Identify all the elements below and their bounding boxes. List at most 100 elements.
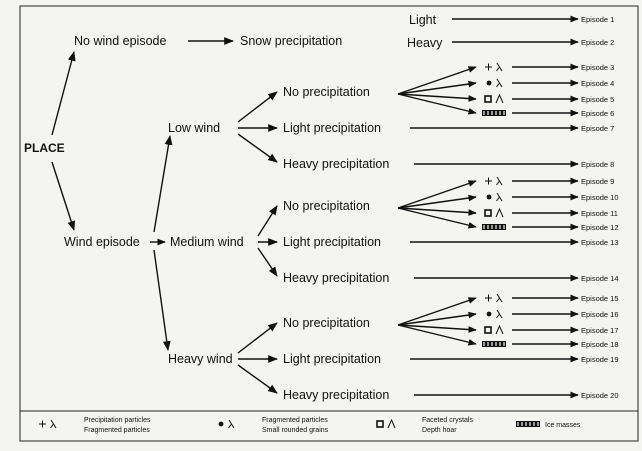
- symbol-square-caret: [484, 93, 504, 104]
- lambda-icon: [496, 293, 503, 303]
- legend-text-line1: Faceted crystals: [422, 417, 473, 424]
- legend-text-line1: Fragmented particles: [262, 417, 328, 424]
- heavy-precipitation-label: Heavy precipitation: [283, 388, 389, 402]
- episode-label: Episode 18: [581, 340, 619, 349]
- plus-icon: [39, 420, 46, 428]
- lambda-icon: [50, 419, 57, 429]
- arrow-to-symbol: [397, 80, 477, 95]
- arrow-to-no-precip: [237, 322, 278, 354]
- arrow-to-symbol: [397, 93, 477, 102]
- symbol-square-caret: [484, 324, 504, 335]
- plus-icon: [485, 63, 492, 71]
- no-wind-episode-label: No wind episode: [74, 34, 166, 48]
- lambda-icon: [496, 62, 503, 72]
- caret-icon: [387, 418, 396, 429]
- place-label: PLACE: [24, 141, 65, 155]
- arrow-to-no-precip: [257, 205, 278, 237]
- dot-icon: [486, 311, 492, 317]
- episode-label: Episode 7: [581, 124, 614, 133]
- episode-1: Episode 1: [581, 15, 614, 24]
- arrow-to-heavy-precip: [237, 364, 278, 394]
- episode-label: Episode 9: [581, 177, 614, 186]
- arrow-to-symbol: [397, 324, 477, 333]
- light-label: Light: [409, 13, 437, 27]
- ice-bar-icon: [482, 341, 506, 347]
- square-icon: [484, 209, 492, 217]
- symbol-square-caret: [484, 207, 504, 218]
- symbol-plus-lambda: [485, 176, 503, 186]
- arrow-to-symbol: [397, 93, 477, 115]
- legend-symbol-dot-lambda: [218, 419, 235, 429]
- symbol-plus-lambda: [485, 293, 503, 303]
- episode-label: Episode 5: [581, 95, 614, 104]
- symbol-dot-lambda: [486, 78, 503, 88]
- arrow-wind-to-low: [153, 135, 173, 233]
- no-precipitation-label: No precipitation: [283, 316, 370, 330]
- heavy-label: Heavy: [407, 36, 443, 50]
- arrow-to-heavy-precip: [257, 247, 278, 277]
- symbol-dot-lambda: [486, 192, 503, 202]
- plus-icon: [485, 177, 492, 185]
- wind-level-label: Low wind: [168, 121, 220, 135]
- arrow-to-symbol: [397, 311, 477, 326]
- caret-icon: [495, 93, 504, 104]
- light-precipitation-label: Light precipitation: [283, 121, 381, 135]
- symbol-plus-lambda: [485, 62, 503, 72]
- arrow-to-symbol: [397, 207, 477, 216]
- legend-text-line1: Precipitation particles: [84, 417, 151, 424]
- lambda-icon: [496, 176, 503, 186]
- arrow-to-heavy-precip: [237, 133, 278, 163]
- episode-label: Episode 12: [581, 223, 619, 232]
- square-icon: [376, 420, 384, 428]
- legend-symbol-plus-lambda: [39, 419, 57, 429]
- light-precipitation-label: Light precipitation: [283, 235, 381, 249]
- no-precipitation-label: No precipitation: [283, 85, 370, 99]
- legend-text-line2: Depth hoar: [422, 427, 457, 434]
- ice-bar-icon: [482, 224, 506, 230]
- light-precipitation-label: Light precipitation: [283, 352, 381, 366]
- ice-bar-icon: [516, 421, 540, 427]
- arrow-to-symbol: [397, 180, 477, 209]
- wind-episode-label: Wind episode: [64, 235, 140, 249]
- episode-label: Episode 8: [581, 160, 614, 169]
- episode-label: Episode 6: [581, 109, 614, 118]
- legend-item-hatched-bar: Ice masses: [516, 421, 581, 429]
- heavy-precipitation-label: Heavy precipitation: [283, 157, 389, 171]
- episode-label: Episode 3: [581, 63, 614, 72]
- episode-label: Episode 19: [581, 355, 619, 364]
- square-icon: [484, 95, 492, 103]
- dot-icon: [486, 194, 492, 200]
- wind-level-label: Heavy wind: [168, 352, 233, 366]
- legend: Precipitation particles Fragmented partic…: [39, 417, 581, 434]
- episode-label: Episode 17: [581, 326, 619, 335]
- lambda-icon: [228, 419, 235, 429]
- outer-frame: [19, 5, 639, 442]
- arrow-to-symbol: [397, 194, 477, 209]
- arrow-to-symbol: [397, 297, 477, 326]
- arrow-to-no-precip: [237, 91, 278, 123]
- lambda-icon: [496, 309, 503, 319]
- episode-label: Episode 11: [581, 209, 618, 218]
- snow-precipitation-label: Snow precipitation: [240, 34, 342, 48]
- legend-text-line2: Small rounded grains: [262, 427, 329, 434]
- caret-icon: [495, 324, 504, 335]
- dot-icon: [218, 421, 224, 427]
- arrow-to-symbol: [397, 324, 477, 346]
- legend-symbol-square-caret: [376, 418, 396, 429]
- lambda-icon: [496, 78, 503, 88]
- arrow-wind-to-heavy: [153, 249, 171, 351]
- wind-level-label: Medium wind: [170, 235, 244, 249]
- dot-icon: [486, 80, 492, 86]
- arrow-place-to-no-wind: [51, 51, 76, 136]
- episode-2: Episode 2: [581, 38, 614, 47]
- symbol-hatched-bar: [482, 110, 506, 116]
- legend-text-line1: Ice masses: [545, 422, 581, 429]
- episode-label: Episode 20: [581, 391, 619, 400]
- arrow-place-to-wind: [51, 161, 76, 231]
